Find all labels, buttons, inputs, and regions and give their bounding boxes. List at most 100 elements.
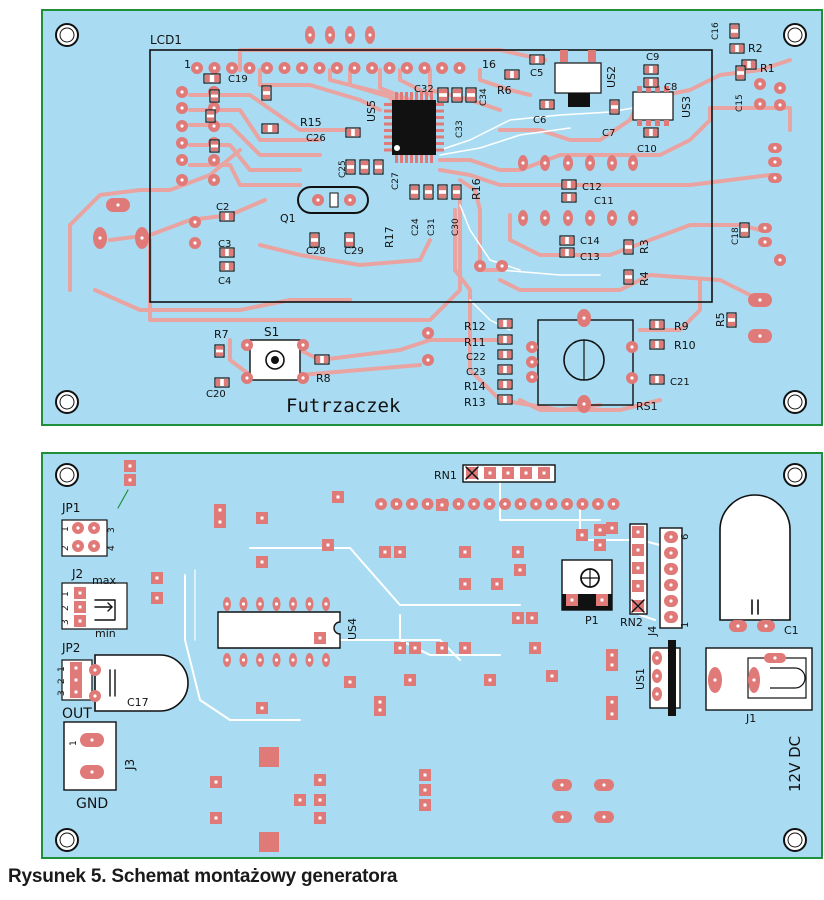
bottom-pad-2-hole (218, 508, 222, 512)
top-trace-16 (478, 68, 532, 97)
us2-outline (554, 62, 602, 94)
us5-pin-b0 (395, 155, 398, 163)
top-smd-17-outline (735, 65, 746, 81)
us5-pin-l6 (384, 142, 392, 145)
j1-plug (770, 667, 806, 689)
jp1-pin-1-hole (76, 526, 80, 530)
top-smd-24-outline (451, 184, 462, 200)
top-label-c4: C4 (218, 276, 231, 287)
pad-c3a-hole (193, 241, 197, 245)
us5-pin-r1 (436, 109, 444, 113)
top-smd-9-pad-a (541, 101, 546, 108)
top-smd-44-outline (497, 364, 513, 375)
us5-pin-l4 (384, 129, 392, 132)
top-smd-27-pad-b (228, 213, 233, 220)
top-smd-43-pad-b (506, 351, 511, 358)
top-smd-37-outline (726, 312, 737, 328)
top-label-c34: C34 (479, 88, 489, 106)
top-label-c18: C18 (731, 227, 741, 245)
j4-pin-1-hole (669, 551, 673, 555)
top-smd-42-pad-a (499, 336, 504, 343)
bottom-pad-16-hole (516, 616, 520, 620)
left-col-pad-a-4-hole (180, 158, 184, 162)
bottom-label-p1: P1 (585, 614, 599, 627)
top-smd-48-outline (649, 339, 665, 350)
left-col-pad-b-1-hole (212, 106, 216, 110)
top-label-c26: C26 (306, 133, 326, 144)
us5-pin-b2 (405, 155, 408, 163)
top-smd-39-pad-a (316, 356, 321, 363)
left-col-pad-b-2-hole (212, 124, 216, 128)
us3-pin-t2 (655, 86, 660, 92)
us3-pin-b1 (646, 120, 651, 126)
top-label-c25: C25 (338, 160, 348, 178)
top-smd-17-pad-a (737, 67, 744, 72)
top-label-r4: R4 (638, 271, 651, 286)
top-smd-20-outline (373, 159, 384, 175)
top-smd-2-pad-b (272, 125, 277, 132)
bottom-white-trace-0 (184, 574, 301, 721)
top-smd-11-pad-a (645, 66, 650, 73)
top-smd-45-pad-a (499, 381, 504, 388)
left-col-pad-a-3-hole (180, 141, 184, 145)
c17-pad-a-hole (93, 668, 97, 672)
top-smd-41-pad-a (499, 320, 504, 327)
bottom-label-rn1: RN1 (434, 469, 457, 482)
top-smd-33-pad-b (568, 249, 573, 256)
top-smd-16-pad-b (750, 61, 755, 68)
jp1-pin-2-hole (76, 544, 80, 548)
us4-pin-t5-hole (307, 602, 312, 606)
bottom-mount-hole-tl-inner (59, 467, 75, 483)
top-smd-38-pad-a (216, 346, 223, 350)
top-mount-hole-br-inner (787, 394, 803, 410)
bottom-white-trace-5 (579, 504, 661, 546)
top-label-c8: C8 (664, 82, 677, 93)
lcd-header-pad-11-hole (549, 502, 554, 506)
us2-pad-b (588, 50, 596, 62)
top-trace-18 (438, 106, 792, 172)
jp2-num-2: 2 (57, 678, 67, 684)
lcd-header-pad-15-hole (611, 502, 616, 506)
top-header-pad-0-hole (308, 33, 312, 37)
top-smd-46-pad-b (506, 396, 511, 403)
bottom-pad-12-hole (260, 560, 264, 564)
top-label-q1: Q1 (280, 212, 296, 225)
j3-pin-2-hole (90, 770, 94, 774)
top-smd-50-outline (205, 109, 216, 123)
top-label-c23: C23 (466, 367, 486, 378)
jp1-num-1: 1 (61, 526, 71, 532)
top-trace-12 (348, 68, 402, 102)
bottom-pad-8-hole (383, 550, 387, 554)
bottom-pad-9-hole (398, 550, 402, 554)
top-smd-14-pad-b (731, 32, 738, 37)
rn1-pin-4-hole (524, 471, 528, 475)
left-col-pad-b-5-hole (212, 178, 216, 182)
top-smd-43-outline (497, 349, 513, 360)
top-smd-38-pad-b (216, 352, 223, 356)
bottom-label-j2: J2 (71, 567, 83, 581)
bottom-label-j4: J4 (646, 626, 659, 637)
top-smd-4-pad-a (439, 89, 447, 94)
lcd-pin-14-hole (422, 66, 427, 70)
j2-num-1: 1 (61, 591, 71, 597)
rn2-pin-3-hole (636, 584, 640, 588)
top-smd-49-pad-a (651, 376, 656, 383)
lcd-label: LCD1 (150, 33, 182, 47)
bottom-pad-45-hole (298, 798, 302, 802)
rs1-pad-r1-hole (630, 345, 634, 349)
top-smd-15-pad-a (731, 45, 736, 52)
lcd-header-pad-13-hole (580, 502, 585, 506)
c1-pad-a-hole (736, 624, 740, 628)
bottom-pad-13-hole (518, 568, 522, 572)
bottom-label-gnd: GND (76, 796, 108, 812)
bottom-white-trace-3 (299, 639, 461, 661)
bottom-pad-47-hole (598, 528, 602, 532)
lcd-pin-4-hole (247, 66, 252, 70)
top-label-c5: C5 (530, 68, 543, 79)
lcd-pin-7-hole (300, 66, 304, 70)
crystal-body (329, 192, 339, 208)
us5-pin-t7 (430, 92, 433, 100)
right-pad-10-hole (778, 103, 782, 107)
s1-pad-4-hole (301, 376, 305, 380)
top-trace-8 (188, 163, 302, 187)
